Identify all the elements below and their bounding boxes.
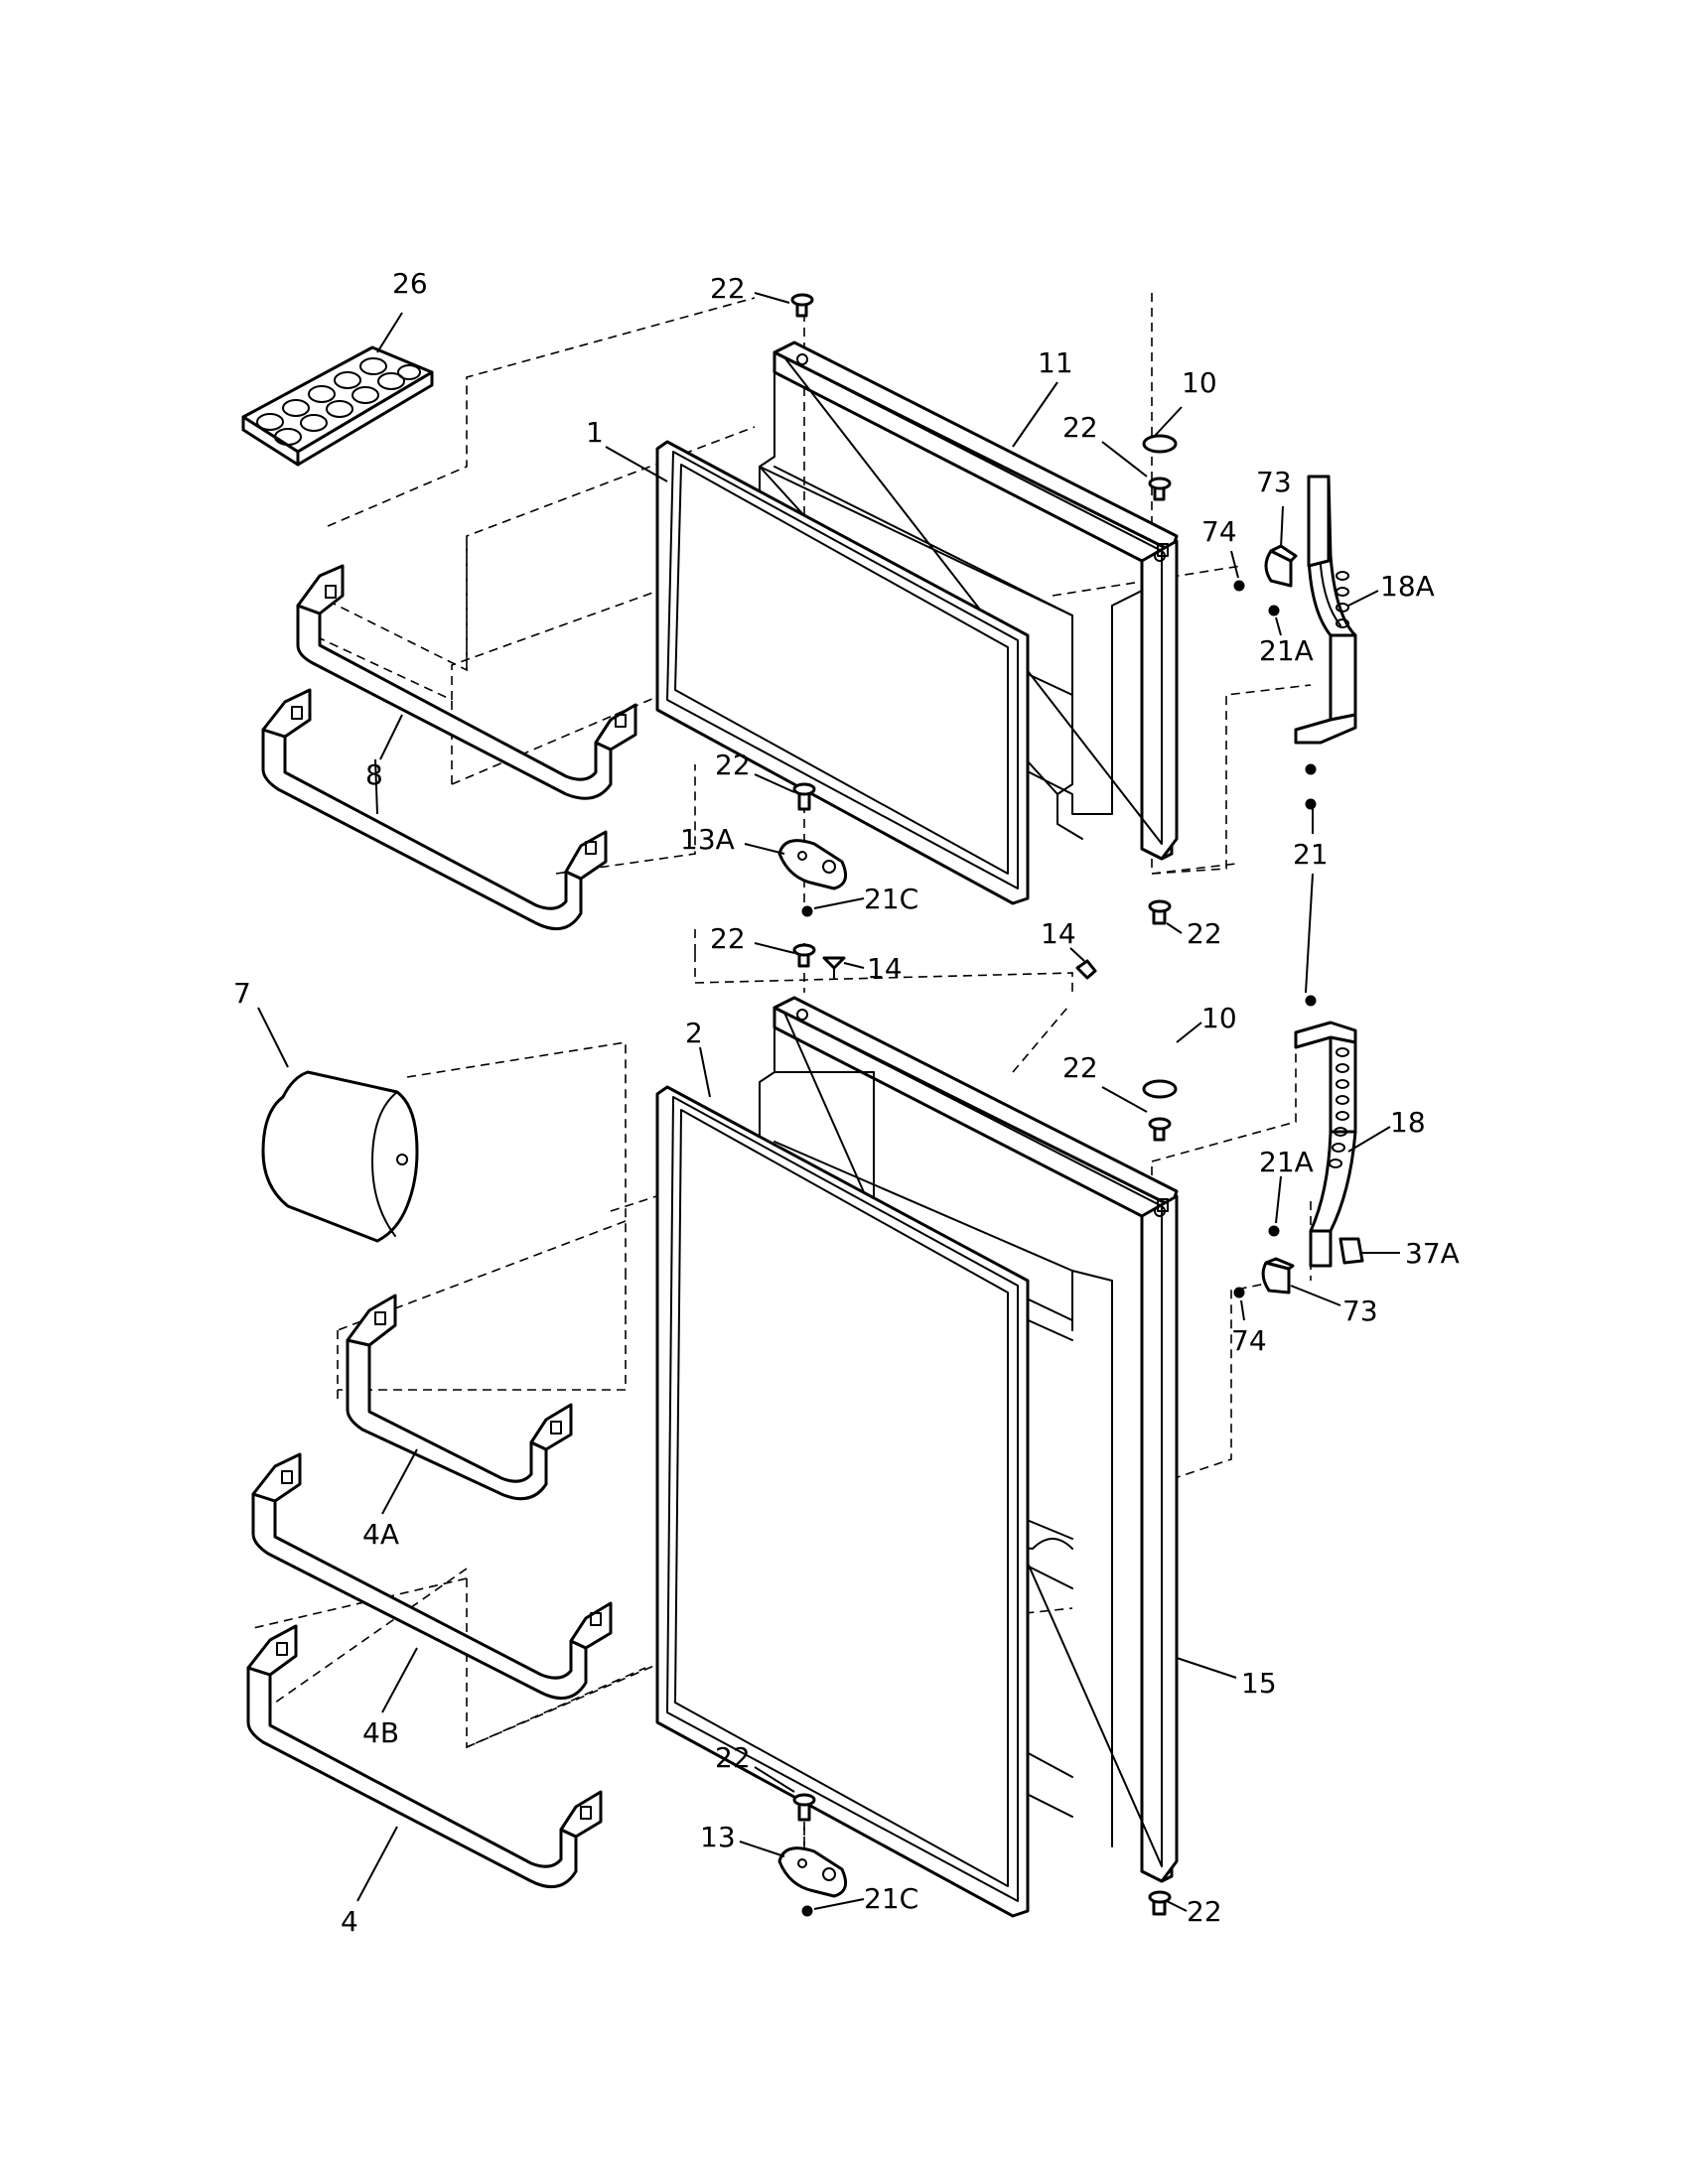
callout-14: 14 bbox=[867, 952, 903, 985]
callout-10: 10 bbox=[1182, 366, 1217, 399]
callout-74: 74 bbox=[1201, 515, 1237, 548]
ice-tray bbox=[241, 345, 434, 467]
freezer-door-shelf-upper bbox=[296, 564, 637, 800]
refrigerator-door-shelf-4B bbox=[251, 1452, 613, 1701]
callout-21A: 21A bbox=[1259, 634, 1314, 667]
refrigerator-handle-grip-holes bbox=[1329, 1047, 1349, 1168]
freezer-door-gasket bbox=[655, 440, 1030, 905]
refrigerator-hinge-screw-21C bbox=[801, 1905, 813, 1917]
ice-tray-cells bbox=[256, 357, 421, 446]
freezer-top-hinge-pin bbox=[790, 293, 814, 318]
callout-10: 10 bbox=[1201, 1002, 1237, 1034]
refrigerator-bottom-door-pin bbox=[1148, 1890, 1172, 1916]
freezer-bottom-hinge-pin bbox=[1148, 899, 1172, 925]
hinge-pin-hole bbox=[796, 353, 808, 365]
callout-7: 7 bbox=[233, 977, 251, 1010]
callout-22: 22 bbox=[715, 1741, 751, 1774]
callout-26: 26 bbox=[392, 267, 428, 300]
callout-14: 14 bbox=[1041, 917, 1076, 950]
callout-8: 8 bbox=[365, 758, 383, 791]
freezer-door bbox=[759, 341, 1179, 861]
freezer-middle-hinge-pin bbox=[792, 782, 816, 811]
freezer-handle-screw bbox=[1148, 477, 1172, 501]
callout-18A: 18A bbox=[1380, 570, 1435, 603]
callout-11: 11 bbox=[1038, 346, 1073, 379]
shelf-clip-slot bbox=[374, 1311, 386, 1325]
freezer-handle-clip-73 bbox=[1264, 544, 1298, 588]
callout-22: 22 bbox=[1062, 411, 1098, 444]
shelf-clip-slot bbox=[281, 1470, 293, 1484]
callout-4B: 4B bbox=[362, 1716, 399, 1749]
leader-lines bbox=[257, 292, 1400, 1912]
shelf-clip-slot bbox=[585, 841, 597, 855]
refrigerator-door-gasket bbox=[655, 1085, 1030, 1918]
callout-74: 74 bbox=[1231, 1324, 1267, 1357]
callout-21C: 21C bbox=[864, 1882, 918, 1915]
refrigerator-middle-hinge-pin bbox=[792, 1793, 816, 1822]
refrigerator-door-shelf-4 bbox=[246, 1624, 603, 1889]
hinge-pin-hole bbox=[1154, 1205, 1166, 1217]
callout-22: 22 bbox=[1187, 1895, 1222, 1928]
refrigerator-handle-screws-21 bbox=[1305, 995, 1317, 1007]
refrigerator-door-shelf-4A bbox=[346, 1294, 573, 1501]
freezer-hinge-screw-21C bbox=[801, 905, 813, 917]
callout-22: 22 bbox=[715, 749, 751, 781]
freezer-handle-screw-21A bbox=[1268, 605, 1280, 616]
callout-4A: 4A bbox=[362, 1518, 399, 1551]
refrigerator-door-stop-14a bbox=[822, 956, 846, 979]
refrigerator-handle-plug bbox=[1142, 1079, 1178, 1099]
refrigerator-bottom-hinge-13 bbox=[777, 1846, 848, 1898]
shelf-clip-slot bbox=[276, 1642, 288, 1656]
freezer-center-hinge-13A bbox=[777, 839, 848, 890]
refrigerator-handle-clip-37A bbox=[1338, 1237, 1364, 1265]
hinge-pin-hole bbox=[796, 1009, 808, 1021]
shelf-clip-slot bbox=[590, 1612, 602, 1626]
refrigerator-door-handle bbox=[1294, 1021, 1357, 1268]
callout-22: 22 bbox=[1187, 917, 1222, 950]
freezer-handle-plug bbox=[1142, 434, 1178, 454]
callout-22: 22 bbox=[710, 922, 746, 955]
callout-22: 22 bbox=[1062, 1051, 1098, 1084]
callout-1: 1 bbox=[586, 416, 604, 449]
callout-73: 73 bbox=[1342, 1295, 1378, 1327]
hinge-hole bbox=[1157, 1198, 1169, 1212]
refrigerator-handle-screw-21A bbox=[1268, 1225, 1280, 1237]
freezer-door-handle bbox=[1294, 475, 1357, 745]
callout-18: 18 bbox=[1390, 1106, 1426, 1139]
callout-13A: 13A bbox=[680, 823, 735, 856]
shelf-clip-slot bbox=[325, 585, 337, 599]
hinge-hole bbox=[1157, 543, 1169, 557]
shelf-clip-slot bbox=[615, 714, 627, 728]
callout-2: 2 bbox=[685, 1017, 703, 1049]
callout-37A: 37A bbox=[1405, 1237, 1460, 1270]
refrigerator-handle-screw-74 bbox=[1233, 1287, 1245, 1298]
callout-21A: 21A bbox=[1259, 1146, 1314, 1178]
refrigerator-top-hinge-pin bbox=[792, 943, 816, 968]
shelf-clip-slot bbox=[291, 706, 303, 720]
callout-22: 22 bbox=[710, 272, 746, 305]
freezer-door-shelf-lower bbox=[261, 688, 608, 931]
callout-73: 73 bbox=[1256, 466, 1292, 498]
hinge-pin-hole bbox=[1154, 550, 1166, 562]
refrigerator-door-stop-14b bbox=[1075, 959, 1097, 980]
callout-labels: 26 22 11 10 22 1 73 74 18A 21A 8 22 13A … bbox=[233, 267, 1460, 1938]
dairy-compartment-cover bbox=[261, 1070, 419, 1243]
alignment-lines bbox=[252, 293, 1312, 1886]
callout-13: 13 bbox=[700, 1821, 736, 1853]
callout-4: 4 bbox=[341, 1905, 358, 1938]
freezer-handle-screw-74 bbox=[1233, 580, 1245, 592]
callout-21C: 21C bbox=[864, 883, 918, 915]
refrigerator-handle-screw bbox=[1148, 1117, 1172, 1142]
freezer-handle-screws-21 bbox=[1305, 763, 1317, 810]
callout-21: 21 bbox=[1293, 838, 1329, 871]
callout-15: 15 bbox=[1241, 1667, 1277, 1700]
shelf-clip-slot bbox=[550, 1421, 562, 1434]
shelf-clip-slot bbox=[580, 1806, 592, 1820]
refrigerator-handle-clip-73 bbox=[1261, 1257, 1295, 1295]
